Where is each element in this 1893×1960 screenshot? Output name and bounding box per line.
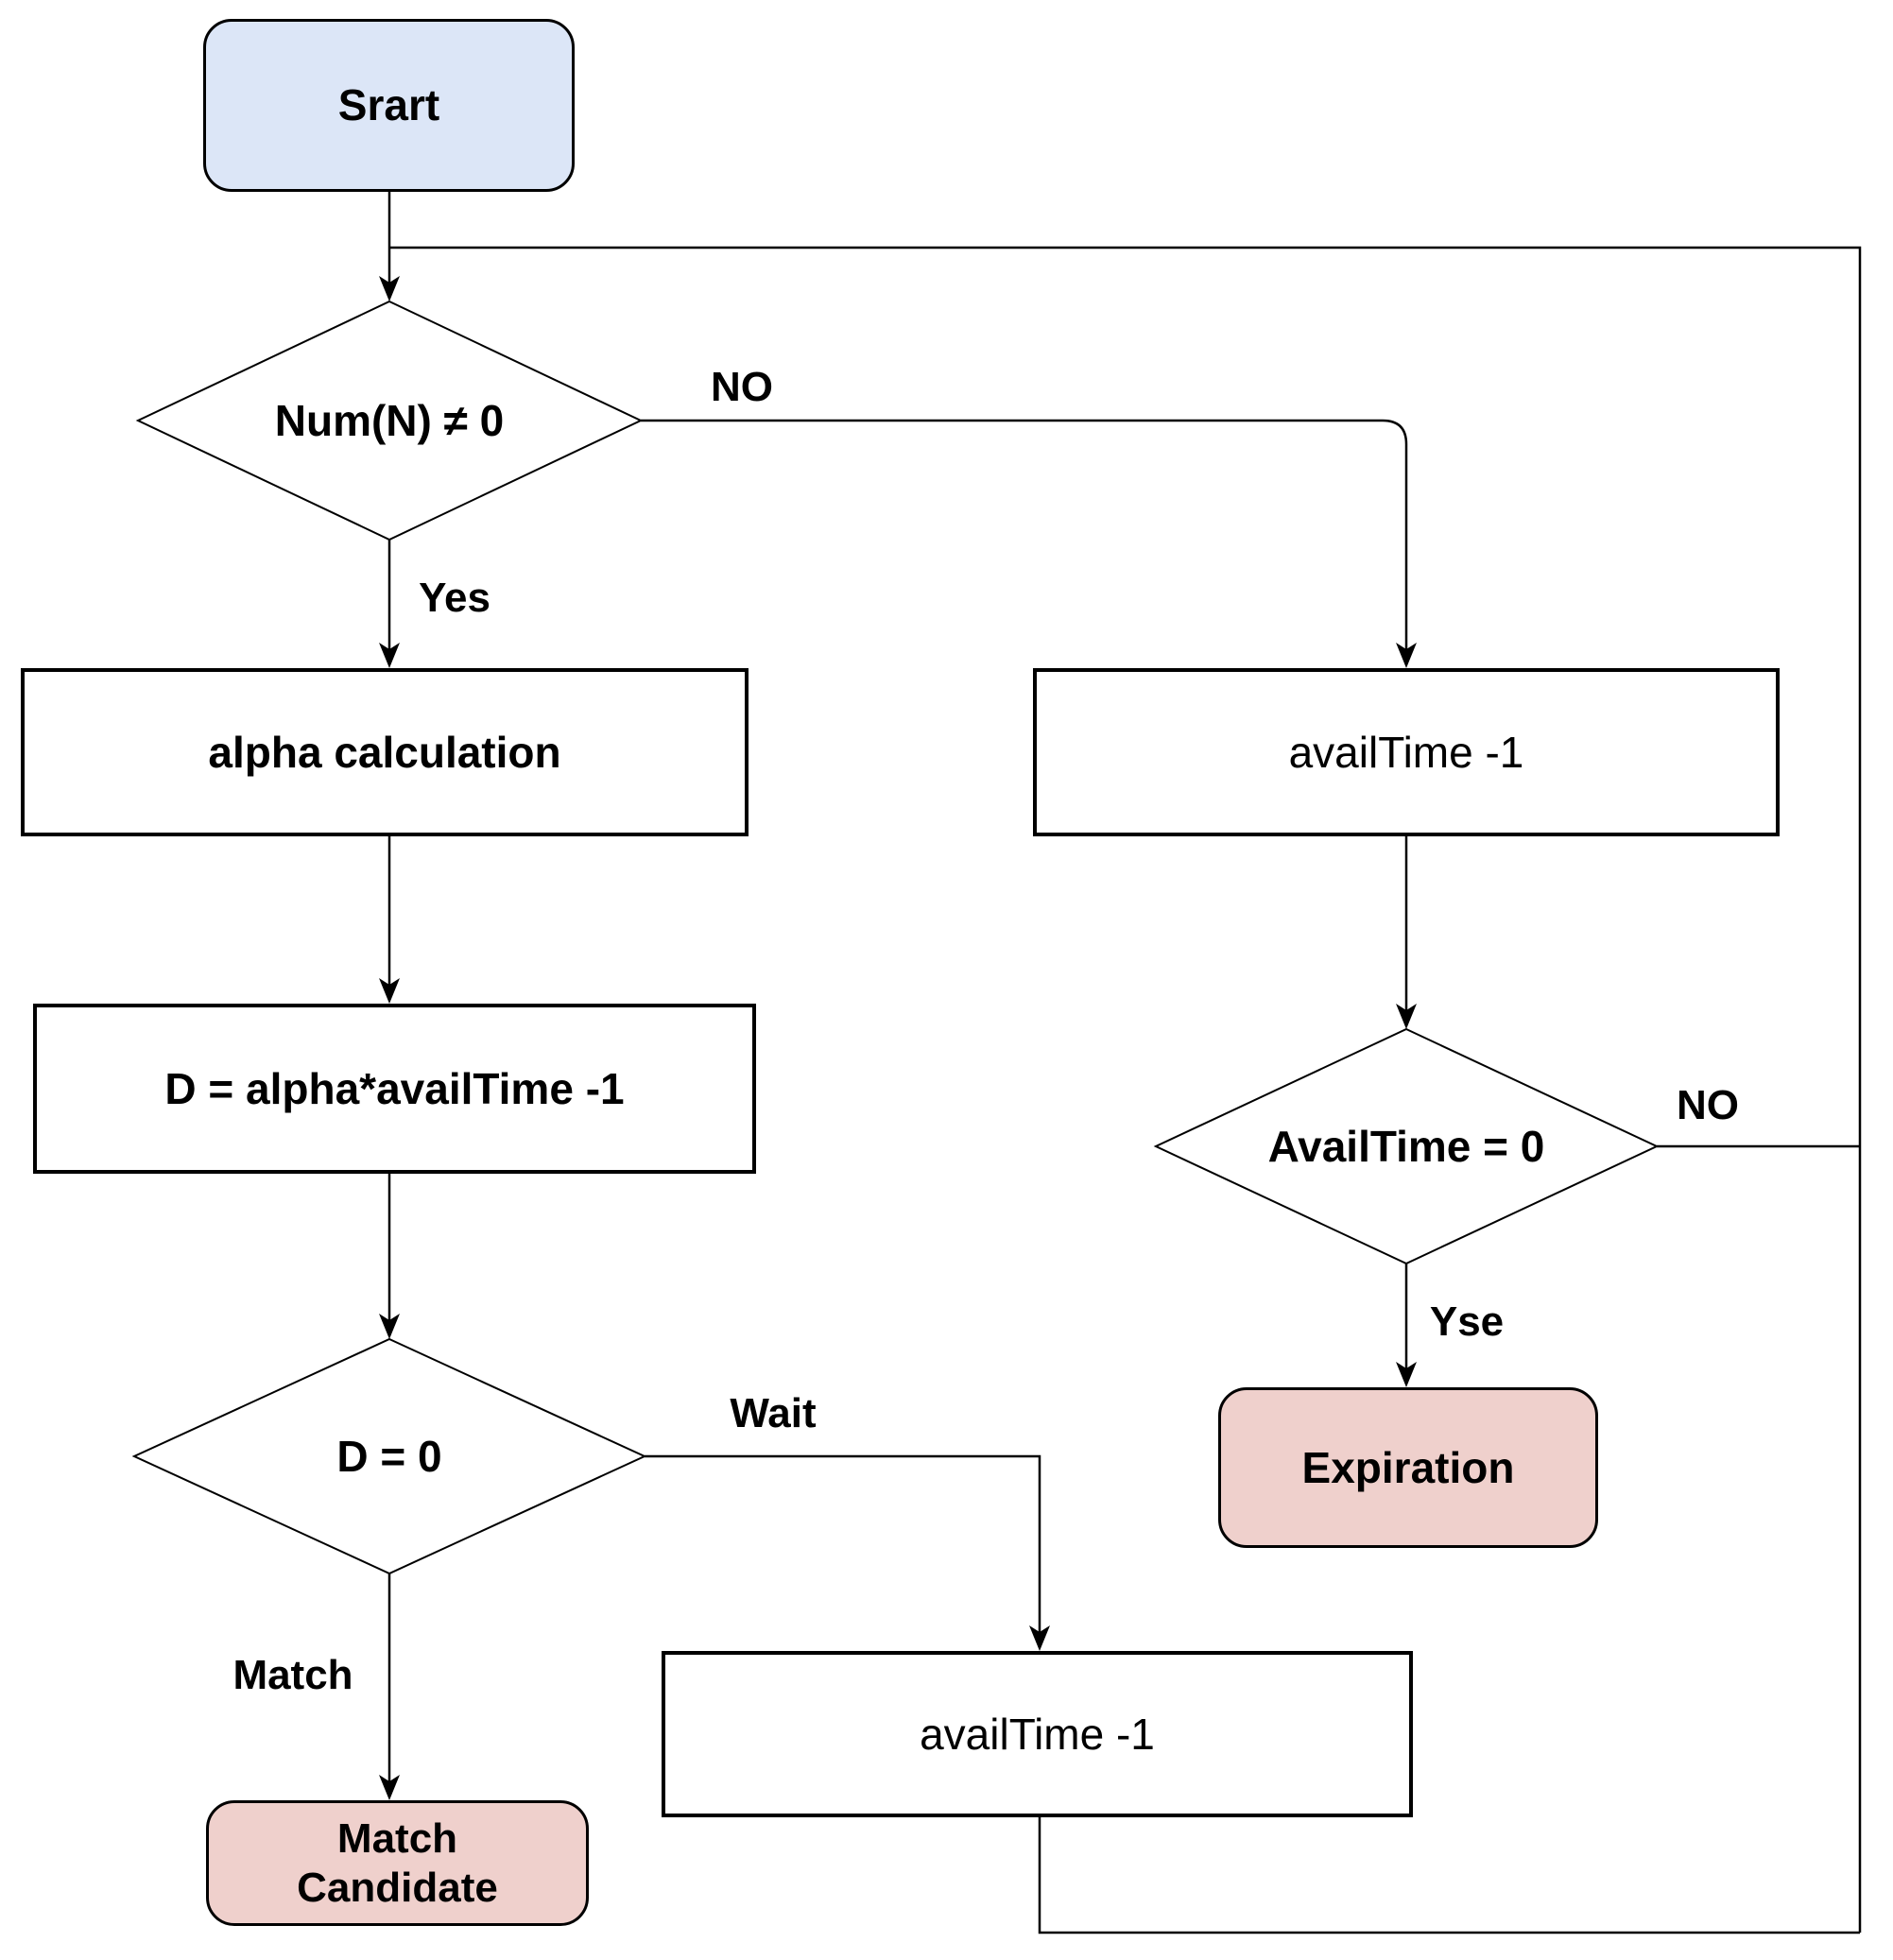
edge-check-num-no: [641, 419, 1408, 652]
avail-time-decrement-right-label: availTime -1: [1288, 727, 1524, 777]
decision-check-num: [135, 300, 644, 542]
check-d-label: D = 0: [336, 1432, 442, 1481]
start-node-label: Srart: [337, 80, 440, 130]
check-avail-label: AvailTime = 0: [1267, 1122, 1545, 1171]
d-calculation-label: D = alpha*availTime -1: [164, 1063, 625, 1113]
alpha-calculation-label: alpha calculation: [208, 727, 561, 777]
arrowhead-check-num: [379, 276, 400, 301]
edge-label-avail-yes: Yse: [1429, 1298, 1505, 1345]
arrowhead-expiration: [1396, 1362, 1417, 1387]
arrowhead-avail-bottom: [1029, 1625, 1050, 1651]
arrowhead-avail-right: [1396, 643, 1417, 668]
arrowhead-check-avail: [1396, 1004, 1417, 1029]
edge-label-num-no: NO: [711, 364, 773, 410]
check-num-label: Num(N) ≠ 0: [274, 396, 505, 445]
edge-label-avail-no: NO: [1677, 1082, 1739, 1128]
match-candidate-node: Match Candidate: [206, 1800, 589, 1926]
edge-label-d-wait: Wait: [730, 1390, 817, 1436]
edge-label-d-match: Match: [232, 1652, 353, 1698]
arrowhead-d-calc: [379, 978, 400, 1004]
edge-check-d-wait: [645, 1454, 1041, 1635]
edge-return-loop: [389, 246, 1862, 1933]
avail-time-decrement-bottom-label: availTime -1: [920, 1709, 1155, 1759]
expiration-node: Expiration: [1218, 1387, 1598, 1548]
edge-label-num-yes: Yes: [419, 575, 490, 621]
avail-time-decrement-right-node: availTime -1: [1033, 668, 1780, 836]
d-calculation-node: D = alpha*availTime -1: [33, 1004, 756, 1174]
decision-check-avail: [1153, 1027, 1660, 1265]
arrowhead-check-d: [379, 1314, 400, 1339]
arrowhead-alpha-calc: [379, 643, 400, 668]
expiration-label: Expiration: [1301, 1442, 1515, 1492]
avail-time-decrement-bottom-node: availTime -1: [662, 1651, 1413, 1817]
arrowhead-match-candidate: [379, 1775, 400, 1800]
start-node: Srart: [203, 19, 575, 192]
edge-avail-bottom-feedback: [1038, 1817, 1860, 1934]
decision-check-d: [131, 1337, 647, 1575]
alpha-calculation-node: alpha calculation: [21, 668, 749, 836]
match-candidate-label: Match Candidate: [297, 1814, 498, 1911]
